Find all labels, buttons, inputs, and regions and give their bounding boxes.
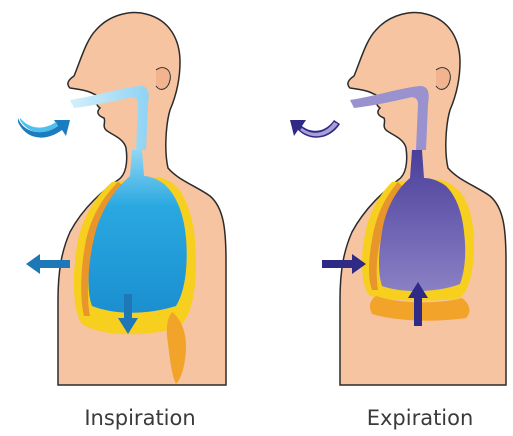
expiration-panel: Expiration bbox=[290, 13, 506, 430]
inspiration-caption: Inspiration bbox=[84, 406, 195, 430]
inspiration-panel: Inspiration bbox=[18, 13, 226, 430]
expiration-lung bbox=[379, 150, 465, 291]
expiration-caption: Expiration bbox=[367, 406, 474, 430]
